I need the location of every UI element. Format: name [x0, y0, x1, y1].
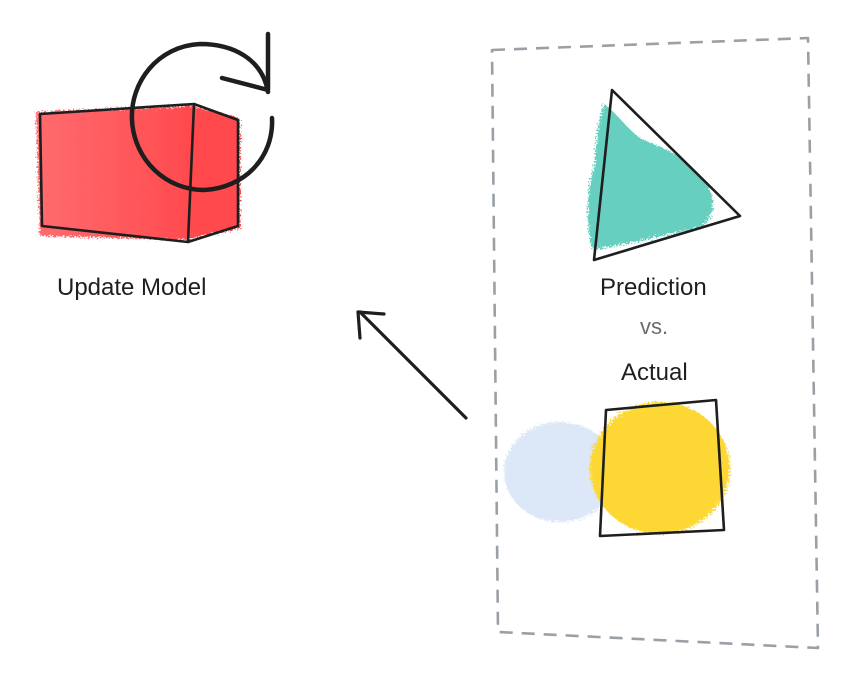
- refresh-arrow-icon: [129, 31, 275, 193]
- actual-label: Actual: [621, 359, 688, 386]
- versus-label: vs.: [640, 314, 669, 339]
- arrow-up-left-icon: [356, 310, 468, 420]
- update-model-label: Update Model: [57, 274, 207, 301]
- triangle-icon: [587, 88, 742, 262]
- cube-front-fill: [36, 106, 194, 240]
- prediction-label: Prediction: [600, 274, 707, 301]
- triangle-fill: [587, 104, 713, 250]
- ghost-blob: [504, 422, 616, 522]
- square-icon: [590, 398, 730, 538]
- cube-side-fill: [184, 104, 240, 240]
- cube-icon: [36, 102, 240, 244]
- comparison-frame: [490, 36, 820, 650]
- cube-outline: [38, 102, 240, 244]
